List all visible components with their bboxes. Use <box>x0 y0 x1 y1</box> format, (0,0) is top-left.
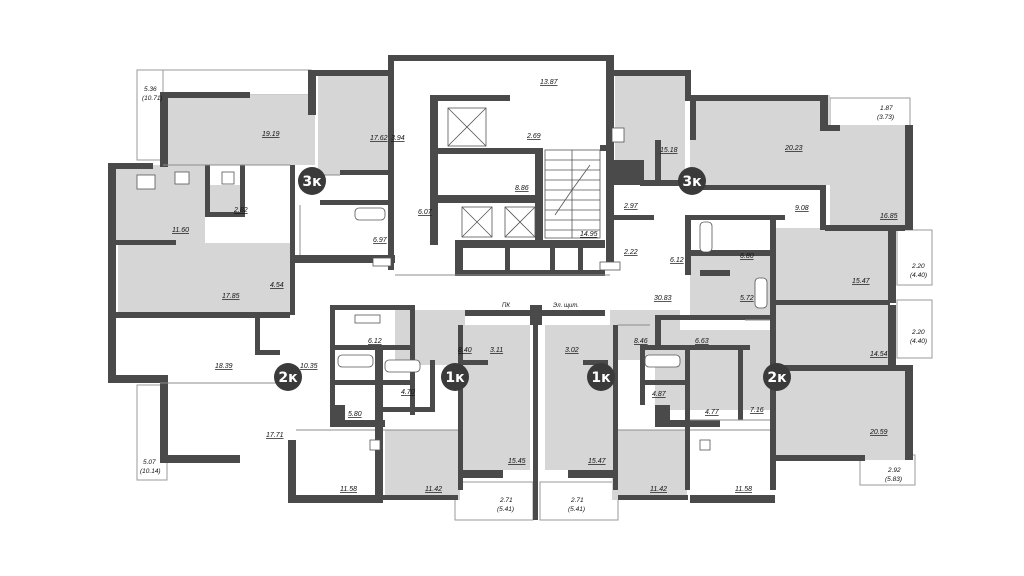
apartment-badges: 3к 3к 2к 2к 1к 1к <box>274 167 791 391</box>
area-label: 2.71 <box>570 497 584 504</box>
area-label: 7.16 <box>750 407 764 414</box>
area-label: 15.45 <box>508 458 526 465</box>
area-label: 18.39 <box>215 363 233 370</box>
fixtures <box>136 127 768 451</box>
area-label: 2.71 <box>499 497 513 504</box>
area-label: (3.73) <box>877 114 894 121</box>
area-label: 6.80 <box>740 253 754 260</box>
area-label: 2.20 <box>911 263 925 270</box>
badge-1k-left <box>441 363 469 391</box>
badge-3k-right-label: 3к <box>682 174 702 190</box>
staircase <box>544 149 601 239</box>
area-label: (5.41) <box>497 506 514 513</box>
area-label: 4.54 <box>270 282 284 289</box>
area-label: 5.72 <box>740 295 754 302</box>
area-label: 8.40 <box>458 347 472 354</box>
balconies <box>136 69 933 521</box>
area-label: 17.62 <box>370 135 388 142</box>
badge-2k-right <box>763 363 791 391</box>
area-label: (10.14) <box>140 468 161 475</box>
badge-2k-left-label: 2к <box>278 370 298 386</box>
area-label: 3.11 <box>490 347 503 354</box>
electric-panel-label: Эл. щит. <box>553 303 579 309</box>
area-label: 16.85 <box>880 213 898 220</box>
area-label: 9.08 <box>795 205 809 212</box>
area-label: 15.47 <box>852 278 871 285</box>
area-label: 5.07 <box>143 459 156 466</box>
area-label: 2.82 <box>233 207 248 214</box>
area-label: 2.20 <box>911 329 925 336</box>
elevator-shafts <box>447 107 536 238</box>
area-label: 14.54 <box>870 351 888 358</box>
area-label: 15.47 <box>588 458 607 465</box>
area-label: 10.35 <box>300 363 318 370</box>
badge-1k-right <box>587 363 615 391</box>
area-label: 4.77 <box>705 409 720 416</box>
area-label: 6.12 <box>670 257 684 264</box>
area-label: 6.97 <box>373 237 388 244</box>
area-label: 8.86 <box>515 185 529 192</box>
badge-1k-right-label: 1к <box>591 370 611 386</box>
area-label: 4.87 <box>652 391 667 398</box>
area-label: 2.97 <box>623 203 639 210</box>
area-label: 30.83 <box>654 295 672 302</box>
area-label: 6.07 <box>418 209 433 216</box>
area-label: 14.95 <box>580 231 598 238</box>
pk-label: ПК <box>502 303 510 309</box>
badge-2k-left <box>274 363 302 391</box>
area-label: 13.87 <box>540 79 559 86</box>
area-label: 19.19 <box>262 131 280 138</box>
badge-3k-left-label: 3к <box>302 174 322 190</box>
area-label: 5.80 <box>348 411 362 418</box>
area-label: (4.40) <box>910 272 927 279</box>
area-label: 17.71 <box>266 432 284 439</box>
walls <box>108 55 913 520</box>
area-label: 11.42 <box>425 486 442 493</box>
area-label: 4.70 <box>401 389 415 396</box>
area-label: (4.40) <box>910 338 927 345</box>
area-label: 8.46 <box>634 338 648 345</box>
area-label: (10.71) <box>142 95 163 102</box>
area-label: 1.87 <box>880 105 893 112</box>
area-label: 2.92 <box>887 467 901 474</box>
area-label: 3.94 <box>391 135 405 142</box>
area-label: 17.85 <box>222 293 240 300</box>
area-label: 11.42 <box>650 486 667 493</box>
area-label: 2.22 <box>623 249 638 256</box>
badge-3k-left <box>298 167 326 195</box>
area-labels: 5.36 (10.71) 19.19 17.62 3.94 13.87 2.69… <box>140 79 927 513</box>
area-label: 11.58 <box>735 486 752 493</box>
area-label: 6.63 <box>695 338 709 345</box>
area-label: 3.02 <box>565 347 579 354</box>
area-label: 20.23 <box>784 145 803 152</box>
area-label: 11.58 <box>340 486 357 493</box>
area-label: 15.18 <box>660 147 678 154</box>
area-label: 11.60 <box>172 227 189 234</box>
area-label: (5.41) <box>568 506 585 513</box>
badge-2k-right-label: 2к <box>767 370 787 386</box>
area-label: 20.59 <box>869 429 888 436</box>
area-label: 6.12 <box>368 338 382 345</box>
room-fills <box>110 75 910 500</box>
badge-1k-left-label: 1к <box>445 370 465 386</box>
area-label: 5.36 <box>144 86 157 93</box>
area-label: (5.83) <box>885 476 902 483</box>
badge-3k-right <box>678 167 706 195</box>
area-label: 2.69 <box>526 133 541 140</box>
thin-lines <box>160 164 770 431</box>
